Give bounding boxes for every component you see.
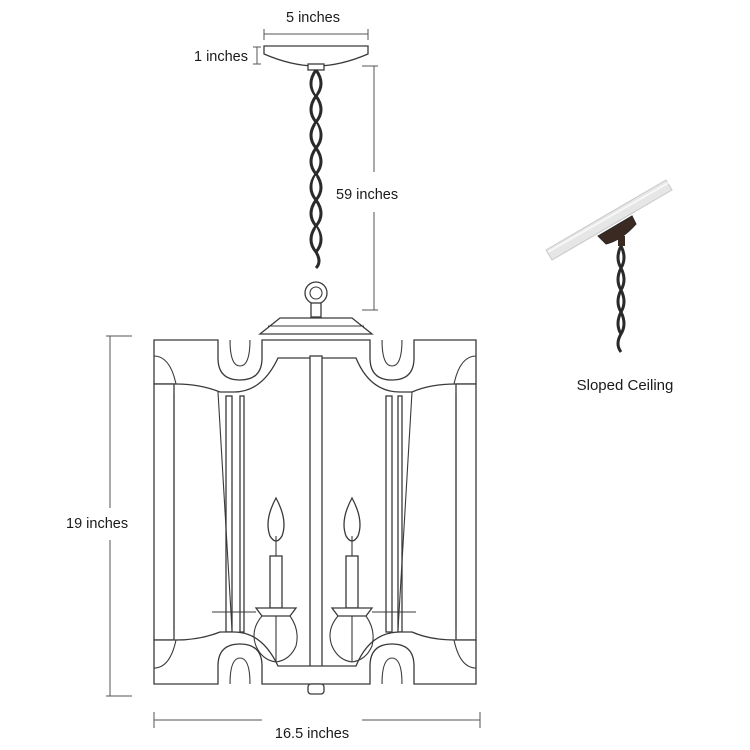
canopy (263, 45, 369, 71)
canopy-width-dimension: 5 inches (263, 10, 369, 40)
canopy-height-dimension: 1 inches (194, 46, 261, 65)
body-width-dimension: 16.5 inches (153, 712, 481, 742)
chain-length-label: 59 inches (336, 187, 398, 203)
candle-right (329, 496, 374, 663)
chain-length-dimension: 59 inches (336, 65, 398, 311)
canopy-height-label: 1 inches (194, 49, 248, 65)
body-height-label: 19 inches (66, 516, 128, 532)
sloped-ceiling-caption: Sloped Ceiling (577, 377, 674, 394)
fixture-body (153, 339, 477, 695)
body-width-label: 16.5 inches (275, 726, 349, 742)
fixture-crown (258, 317, 374, 335)
candle-left (253, 496, 298, 663)
canopy-width-label: 5 inches (286, 10, 340, 26)
chain (304, 69, 328, 318)
sloped-ceiling-illustration: Sloped Ceiling (545, 179, 674, 394)
body-height-dimension: 19 inches (66, 335, 132, 697)
